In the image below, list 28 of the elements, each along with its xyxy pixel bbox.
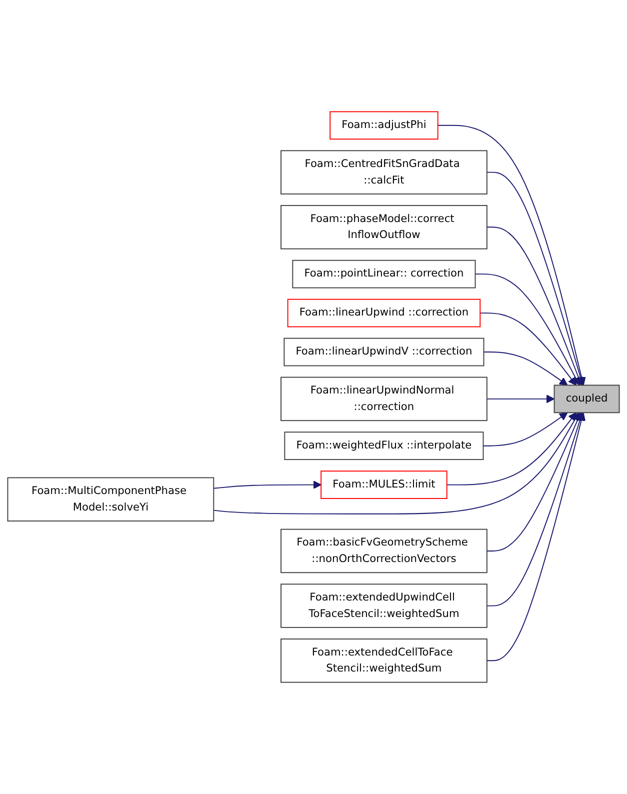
function-box: Foam::extendedCellToFace Stencil::weightedSum (280, 638, 488, 683)
function-box: Foam::phaseModel::correct InflowOutflow (280, 205, 488, 250)
arrow (213, 480, 322, 490)
arrow (480, 312, 577, 386)
function-box: coupled (554, 384, 620, 414)
arrow (437, 124, 586, 386)
arrow (482, 412, 568, 446)
function-box: Foam::pointLinear:: correction (292, 260, 476, 288)
arrow (474, 274, 580, 386)
function-box: Foam::linearUpwind ::correction (287, 298, 481, 328)
function-box: Foam::extendedUpwindCell ToFaceStencil::weightedSum (280, 584, 488, 628)
function-box: Foam::basicFvGeometryScheme ::nonOrthCorrectionVectors (280, 528, 488, 574)
function-box: Foam::CentredFitSnGradData ::calcFit (280, 150, 488, 194)
function-box: Foam::adjustPhi (330, 111, 438, 140)
function-box: Foam::linearUpwindV ::correction (284, 338, 484, 366)
arrow (486, 412, 586, 662)
arrow (486, 412, 584, 606)
arrow (486, 226, 583, 386)
arrow (446, 412, 577, 486)
arrow (486, 172, 585, 386)
arrow (213, 412, 580, 514)
arrow (486, 412, 582, 552)
function-box: Foam::MULES::limit (320, 470, 448, 499)
arrow (486, 394, 555, 404)
function-box: Foam::weightedFlux ::interpolate (284, 432, 484, 460)
function-box: Foam::linearUpwindNormal ::correction (280, 376, 488, 422)
arrow (483, 352, 568, 386)
function-box: Foam::MultiComponentPhase Model::solveYi (7, 477, 214, 522)
